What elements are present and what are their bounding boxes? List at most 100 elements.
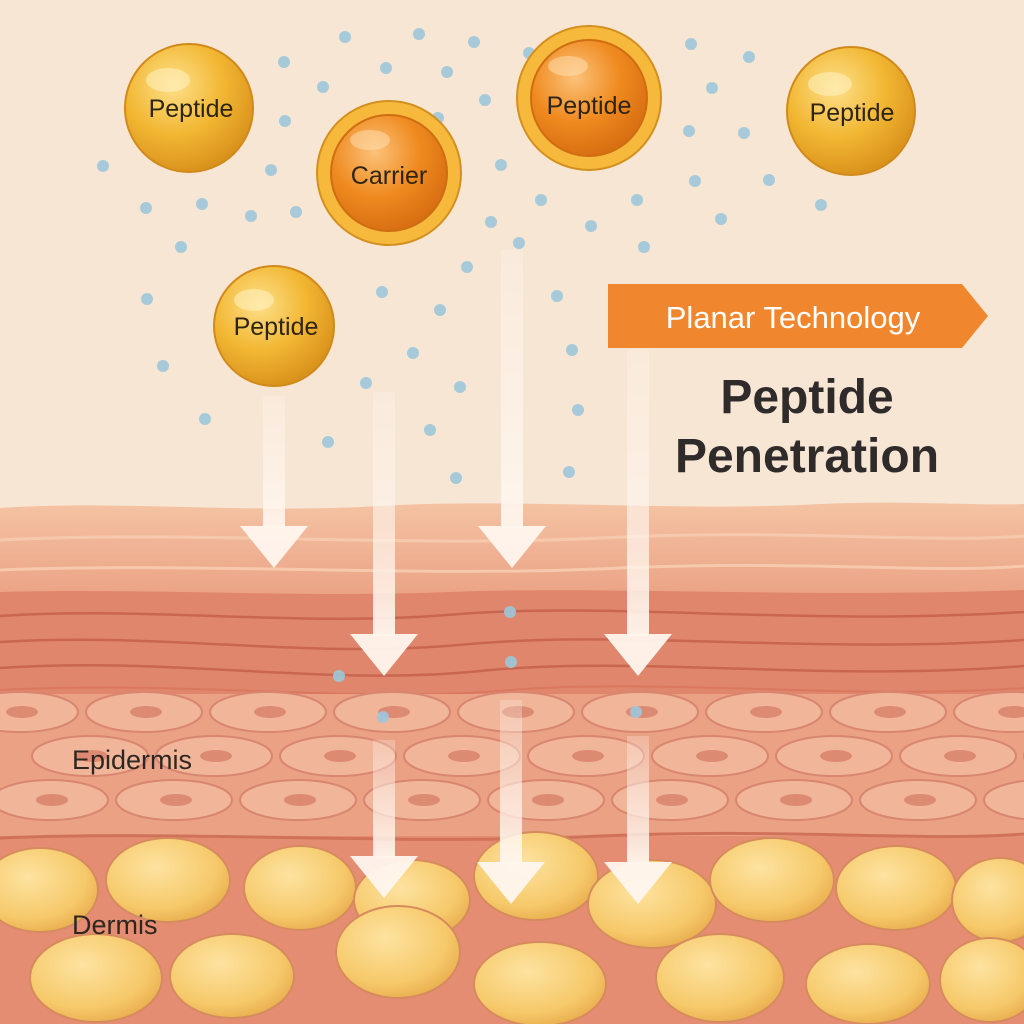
dermis-label: Dermis — [72, 910, 158, 940]
droplet — [333, 670, 345, 682]
cell-nucleus — [76, 750, 108, 762]
arrow-head — [350, 634, 418, 676]
molecule-peptide: Peptide — [213, 265, 335, 387]
droplet — [424, 424, 436, 436]
droplet — [551, 290, 563, 302]
droplet — [495, 159, 507, 171]
molecule-peptide-ringed: Peptide — [516, 25, 662, 171]
fat-cell — [0, 847, 99, 933]
droplet — [685, 38, 697, 50]
skin-surface-line — [0, 563, 1024, 573]
cell-nucleus — [944, 750, 976, 762]
epidermis-cell — [953, 691, 1024, 733]
fat-cell — [805, 943, 931, 1024]
droplet — [572, 404, 584, 416]
wavy-fiber-line — [0, 685, 1024, 696]
droplet — [441, 66, 453, 78]
droplet — [504, 606, 516, 618]
droplet — [278, 56, 290, 68]
cell-nucleus — [874, 706, 906, 718]
molecule-label: Carrier — [351, 162, 427, 190]
droplet — [97, 160, 109, 172]
droplet — [566, 344, 578, 356]
cell-nucleus — [696, 750, 728, 762]
droplet — [141, 293, 153, 305]
arrow-head — [604, 862, 672, 904]
badge-label: Planar Technology — [666, 300, 921, 335]
cell-nucleus — [656, 794, 688, 806]
arrow-shaft — [627, 736, 649, 864]
cell-nucleus — [750, 706, 782, 718]
droplet — [317, 81, 329, 93]
droplet — [631, 194, 643, 206]
droplet — [454, 381, 466, 393]
droplet — [140, 202, 152, 214]
droplet — [689, 175, 701, 187]
molecule-peptide: Peptide — [124, 43, 254, 173]
droplet — [706, 82, 718, 94]
arrow-shaft — [263, 396, 285, 528]
cell-nucleus — [532, 794, 564, 806]
cell-nucleus — [130, 706, 162, 718]
droplet — [683, 125, 695, 137]
epidermis-cell — [983, 779, 1024, 821]
fat-cell — [939, 937, 1024, 1023]
droplet — [513, 237, 525, 249]
droplet — [279, 115, 291, 127]
cell-nucleus — [324, 750, 356, 762]
droplet — [638, 241, 650, 253]
arrow-head — [240, 526, 308, 568]
epidermis-label: Epidermis — [72, 745, 192, 775]
droplet — [196, 198, 208, 210]
heading-line-1: Peptide — [720, 371, 893, 424]
arrow-head — [350, 856, 418, 898]
cell-nucleus — [36, 794, 68, 806]
arrow-head — [478, 526, 546, 568]
droplet — [485, 216, 497, 228]
heading-line-2: Penetration — [675, 430, 939, 483]
droplet — [413, 28, 425, 40]
fat-cell — [587, 859, 717, 949]
droplet — [380, 62, 392, 74]
droplet — [376, 286, 388, 298]
epidermis-cell — [0, 691, 79, 733]
arrow-head — [604, 634, 672, 676]
droplet — [815, 199, 827, 211]
droplets — [97, 28, 827, 723]
cell-nucleus — [448, 750, 480, 762]
droplet — [265, 164, 277, 176]
fat-cell — [655, 933, 785, 1023]
molecule-label: Peptide — [810, 99, 895, 127]
fat-cell — [335, 905, 461, 999]
arrow-shaft — [373, 740, 395, 858]
droplet — [468, 36, 480, 48]
droplet — [585, 220, 597, 232]
cell-nucleus — [820, 750, 852, 762]
wavy-fiber-line — [0, 638, 1024, 651]
droplet — [245, 210, 257, 222]
molecule-carrier: Carrier — [316, 100, 462, 246]
fat-cell — [835, 845, 957, 931]
molecule-label: Peptide — [547, 92, 632, 120]
molecule-label: Peptide — [149, 95, 234, 123]
badge-arrow-shape — [608, 284, 988, 348]
fat-cell — [29, 933, 163, 1023]
droplet — [434, 304, 446, 316]
wavy-fiber-line — [0, 609, 1024, 621]
wavy-fiber-line — [0, 663, 1024, 677]
cell-nucleus — [572, 750, 604, 762]
droplet — [738, 127, 750, 139]
droplet — [407, 347, 419, 359]
arrow-head — [477, 862, 545, 904]
droplet — [563, 466, 575, 478]
droplet — [157, 360, 169, 372]
cell-nucleus — [160, 794, 192, 806]
penetration-arrows — [240, 250, 672, 904]
cell-nucleus — [904, 794, 936, 806]
molecule-peptide: Peptide — [786, 46, 916, 176]
dermis-fat-cells — [0, 831, 1024, 1024]
droplet — [479, 94, 491, 106]
droplet — [715, 213, 727, 225]
